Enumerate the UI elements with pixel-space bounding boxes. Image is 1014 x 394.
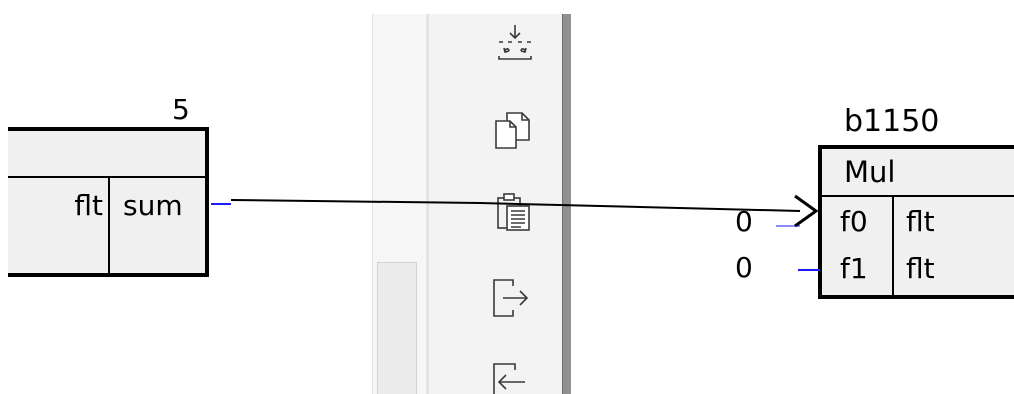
output-port-type: flt [74,189,103,222]
block-header [8,131,205,178]
input-port-type: flt [906,252,935,285]
mul-block[interactable]: Mul f0 flt f1 flt [818,145,1014,299]
block-column-divider [892,197,894,295]
copy-icon[interactable] [492,110,532,150]
input-port-type: flt [906,205,935,238]
block-operation-row: Mul [822,149,1014,197]
constant-value-f0[interactable]: 0 [735,205,753,238]
input-port-f1[interactable]: f1 [840,252,868,285]
output-port-sum[interactable]: sum [123,189,183,222]
block-name-label: b1150 [844,104,940,139]
paste-icon[interactable] [493,192,533,232]
toolbar-icon-panel [429,14,562,394]
block-column-divider [108,178,110,273]
block-count-label: 5 [172,93,190,126]
input-port-f0[interactable]: f0 [840,205,868,238]
toolbar-side-panel [372,14,427,394]
import-arrows-icon[interactable] [495,22,535,62]
floating-toolbar [372,14,571,394]
toolbar-border [562,14,571,394]
source-block[interactable]: flt sum [8,127,209,277]
input-connector-arrow-icon [794,194,819,228]
panel-scrollbar[interactable] [377,262,417,394]
constant-value-f1[interactable]: 0 [735,251,753,284]
block-operation: Mul [844,155,896,189]
import-icon[interactable] [491,362,531,394]
export-icon[interactable] [491,278,531,318]
